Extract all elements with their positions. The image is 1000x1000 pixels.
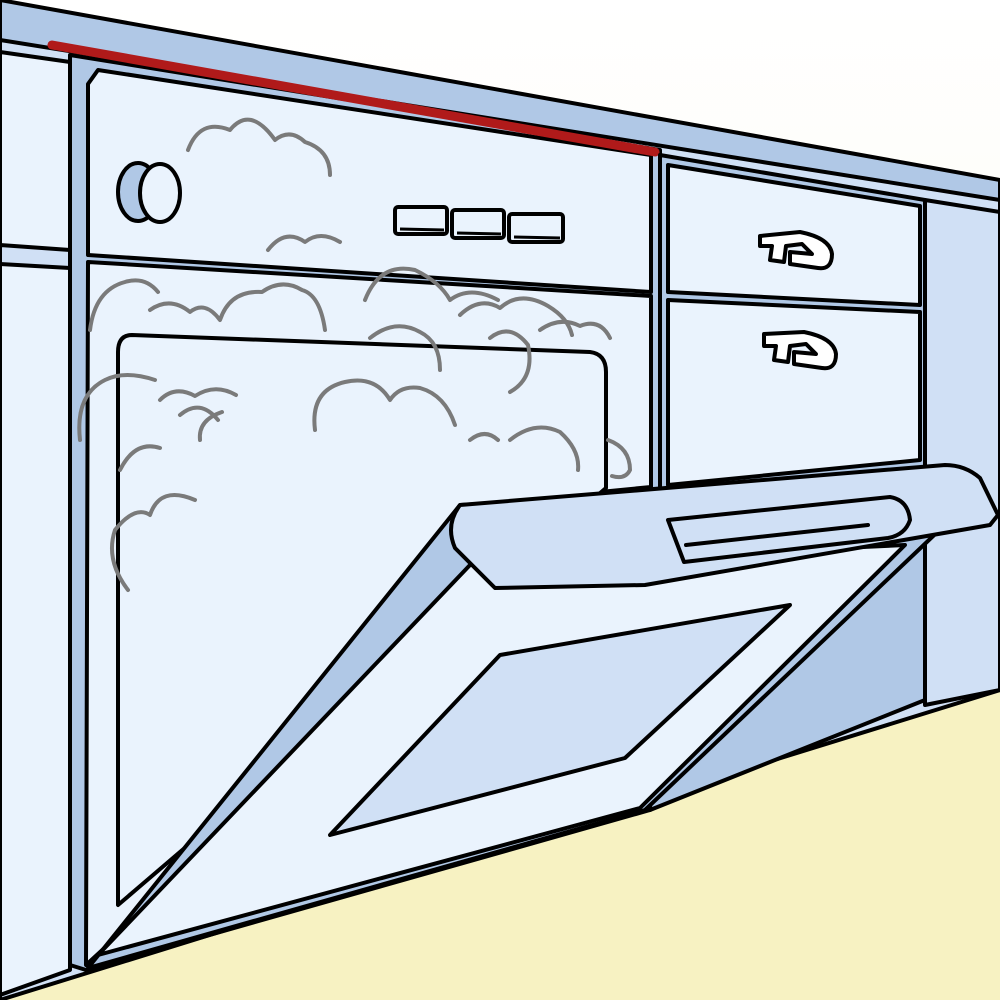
drawer-middle[interactable] <box>666 298 922 487</box>
oven-button-icon[interactable] <box>507 212 565 244</box>
left-panel-seam <box>0 243 72 270</box>
oven-interior-window <box>116 333 608 907</box>
steam-cloud-icon <box>77 117 632 592</box>
oven-door-handle-icon[interactable] <box>666 495 912 564</box>
oven-button-icon[interactable] <box>393 205 449 236</box>
drawer-handle-icon[interactable] <box>758 230 834 271</box>
right-side-panel <box>923 198 1000 707</box>
drawer-handle-icon[interactable] <box>762 330 838 371</box>
oven-button-icon[interactable] <box>450 208 506 240</box>
left-cabinet-panel <box>0 50 72 997</box>
heat-indicator-line <box>47 40 660 157</box>
oven-door-window <box>328 603 792 837</box>
control-knob-icon[interactable] <box>116 161 182 224</box>
